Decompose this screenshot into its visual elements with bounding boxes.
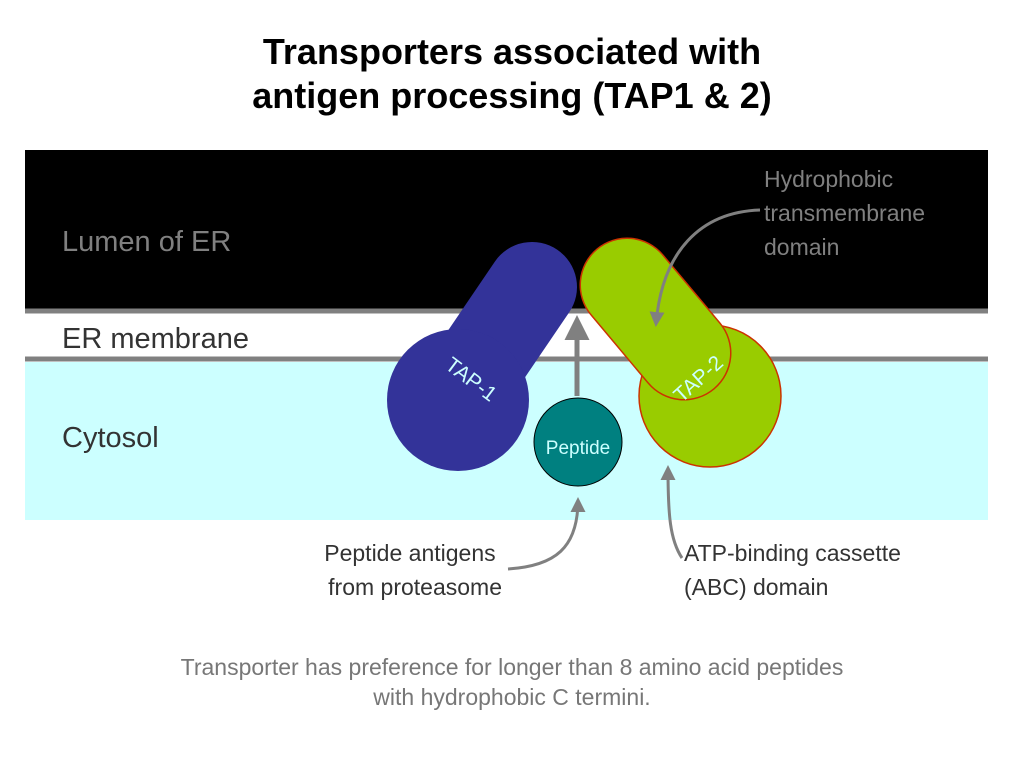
tap1-protein: TAP-1 (387, 242, 577, 471)
hydrophobic-annotation: Hydrophobic transmembrane domain (764, 166, 931, 260)
peptide-circle (533, 397, 623, 487)
caption-line-1: Transporter has preference for longer th… (180, 654, 844, 680)
abc-pointer-arrow (660, 465, 684, 559)
hydrophobic-annotation-line-1: Hydrophobic (764, 166, 893, 192)
slide-title: Transporters associated with antigen pro… (0, 30, 1024, 118)
slide-caption: Transporter has preference for longer th… (0, 652, 1024, 712)
abc-annotation-line-1: ATP-binding cassette (684, 540, 901, 566)
abc-annotation-line-2: (ABC) domain (684, 574, 828, 600)
abc-annotation: ATP-binding cassette (ABC) domain (684, 540, 907, 600)
peptide-antigens-pointer-arrow (507, 497, 586, 571)
caption-line-2: with hydrophobic C termini. (373, 684, 651, 710)
peptide-antigens-annotation: Peptide antigens from proteasome (324, 540, 502, 600)
peptide-antigens-line-2: from proteasome (328, 574, 502, 600)
membrane-label: ER membrane (62, 323, 249, 355)
title-line-2: antigen processing (TAP1 & 2) (252, 75, 772, 116)
hydrophobic-annotation-line-3: domain (764, 234, 839, 260)
hydrophobic-pointer-arrow (649, 208, 761, 327)
peptide-label: Peptide (546, 438, 610, 459)
hydrophobic-annotation-line-2: transmembrane (764, 200, 925, 226)
tap1-abc-domain (387, 329, 529, 471)
title-line-1: Transporters associated with (262, 31, 762, 72)
cytosol-label: Cytosol (62, 422, 159, 454)
lumen-label: Lumen of ER (62, 226, 231, 258)
peptide-antigens-line-1: Peptide antigens (324, 540, 495, 566)
